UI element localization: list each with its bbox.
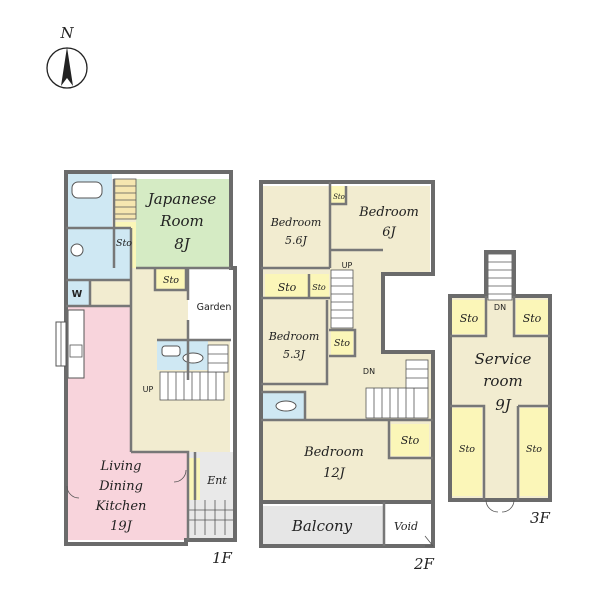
storage-label-2f-b: Sto — [278, 281, 297, 294]
storage-label-2f-c: Sto — [312, 283, 326, 292]
storage-2f-d — [331, 330, 353, 356]
service-room-label-1: Service — [475, 350, 532, 368]
service-room-size: 9J — [495, 396, 512, 414]
balcony-label: Balcony — [291, 517, 353, 535]
stairs-1f-up-label: UP — [143, 385, 154, 394]
storage-label-3f-d: Sto — [526, 444, 542, 455]
stairs-3f — [487, 253, 513, 301]
storage-2f-e — [391, 424, 429, 456]
toilet-2f-icon — [275, 400, 297, 412]
stairs-2f-dn-label: DN — [363, 367, 375, 376]
storage-2f-a — [330, 186, 346, 204]
compass: N — [46, 24, 88, 89]
second-floor-label: 2F — [413, 555, 435, 573]
third-floor-walls — [448, 250, 552, 502]
room-bedroom-a — [263, 186, 329, 268]
bedroom-c-label: Bedroom — [268, 330, 320, 343]
ldk-label-2: Dining — [98, 479, 143, 494]
door-arc-1f — [66, 485, 80, 499]
bedroom-a-size: 5.6J — [285, 234, 307, 247]
service-room-label-2: room — [483, 372, 522, 390]
room-japanese — [136, 179, 231, 268]
stairs-1f — [159, 344, 229, 401]
bedroom-b-size: 6J — [382, 225, 396, 240]
storage-3f-a — [452, 300, 486, 334]
garden — [188, 268, 233, 340]
storage-label-3f-a: Sto — [460, 312, 479, 325]
first-floor-walls — [64, 170, 237, 546]
japanese-room-size: 8J — [174, 235, 191, 253]
room-bedroom-c — [263, 300, 327, 384]
ldk-label-1: Living — [100, 459, 142, 474]
bedroom-d-size: 12J — [323, 466, 346, 481]
kitchen-counter-icon — [67, 309, 85, 379]
sink-icon — [70, 243, 84, 257]
stairs-3f-dn-label: DN — [494, 303, 506, 312]
storage-label-2f-e: Sto — [401, 434, 420, 447]
bedroom-d-label: Bedroom — [303, 445, 364, 460]
storage-label-3f-c: Sto — [459, 444, 475, 455]
bedroom-c-size: 5.3J — [283, 348, 305, 361]
japanese-room-label-1: Japanese — [145, 190, 217, 208]
north-arrow-icon — [61, 47, 73, 86]
washer-label: W — [72, 289, 83, 300]
storage-1f-b — [155, 268, 186, 290]
stairs-2f — [330, 269, 429, 419]
garden-label: Garden — [197, 302, 232, 313]
balcony — [263, 506, 383, 544]
bedroom-a-label: Bedroom — [270, 216, 322, 229]
storage-3f-b — [516, 300, 548, 334]
bathtub-icon — [71, 181, 103, 199]
void-area — [384, 506, 432, 544]
first-floor: Japanese Room 8J Sto Sto Garden W UP Liv… — [55, 170, 237, 567]
second-floor: Bedroom 5.6J Sto Bedroom 6J UP Sto Sto S… — [259, 180, 435, 573]
stairs-2f-up-label: UP — [342, 261, 353, 270]
second-floor-walls — [259, 180, 435, 504]
toilet-icon — [182, 352, 204, 364]
ldk-label-3: Kitchen — [95, 499, 147, 514]
storage-label-1f-a: Sto — [116, 238, 132, 249]
utility-1f — [90, 280, 130, 306]
japanese-room-label-2: Room — [159, 212, 204, 230]
third-floor-label: 3F — [530, 509, 551, 527]
washer-space — [68, 280, 90, 306]
storage-3f-d — [520, 408, 548, 496]
stove-icon — [69, 344, 83, 358]
storage-label-2f-a: Sto — [333, 193, 345, 201]
first-floor-label: 1F — [212, 549, 233, 567]
ldk-size: 19J — [110, 519, 133, 534]
storage-label-1f-b: Sto — [163, 275, 179, 286]
storage-label-3f-b: Sto — [523, 312, 542, 325]
storage-2f-b — [265, 274, 309, 298]
bedroom-b-label: Bedroom — [358, 205, 419, 220]
storage-2f-c — [309, 274, 329, 298]
storage-label-2f-d: Sto — [334, 338, 350, 349]
storage-3f-c — [452, 408, 482, 496]
entrance-tiles — [188, 500, 233, 535]
third-floor: DN Sto Sto Service room 9J Sto Sto 3F — [448, 250, 552, 527]
void-label: Void — [394, 520, 418, 533]
door-arc-3f — [485, 499, 515, 513]
stairs-japanese-room — [113, 178, 137, 220]
entrance-label: Ent — [206, 474, 227, 487]
washbasin-icon — [161, 345, 181, 357]
compass-label: N — [59, 24, 74, 42]
